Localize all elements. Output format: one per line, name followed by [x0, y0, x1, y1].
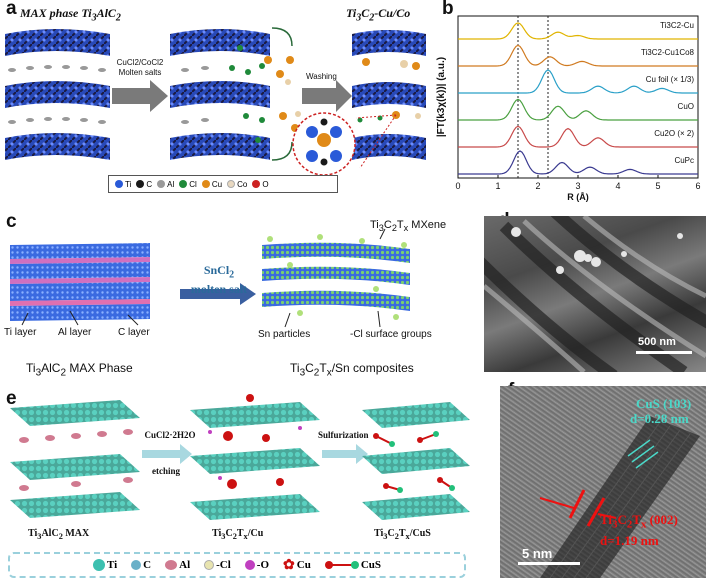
x-tick-label-0: 0 [455, 181, 460, 191]
x-tick-label-6: 6 [695, 181, 700, 191]
cus-plane-label: CuS (103) [636, 396, 692, 411]
series-line-0 [458, 22, 698, 40]
mxene-sn-block [262, 228, 410, 328]
etching-label: etching [152, 466, 180, 476]
legend-al: Al [157, 180, 174, 189]
intermediate-stack [170, 27, 301, 161]
legend-e-cus: CuS [324, 559, 381, 571]
panel-a: a MAX phase Ti3AlC2 Ti3C2-Cu/Co [0, 0, 430, 200]
hrtem-scalebar-label: 5 nm [522, 546, 553, 561]
cl-groups-label: -Cl surface groups [350, 329, 432, 340]
panel-f: f CuS (103) d=0.28 nm Ti3C2Tx (002) d=1.… [478, 380, 708, 582]
panel-e-label: e [6, 388, 17, 409]
caption-max-phase: Ti3AlC2 MAX Phase [26, 361, 133, 379]
series-label-5: CuPc [674, 156, 694, 165]
panel-c: c Ti3C2Tx MXene [0, 211, 470, 385]
series-line-3 [458, 98, 698, 121]
legend-co: Co [227, 180, 247, 189]
arrow-sncl2 [180, 283, 256, 305]
legend-o: O [252, 180, 269, 189]
hrtem-image: CuS (103) d=0.28 nm Ti3C2Tx (002) d=1.19… [500, 386, 706, 578]
panel-e: e [0, 388, 475, 582]
ti3alc2-max-model [10, 400, 140, 518]
panel-e-schematic [10, 394, 470, 520]
panel-a-legend: Ti C Al Cl Cu Co O [108, 175, 338, 193]
ti3c2tx-cus-model [362, 402, 470, 520]
x-tick-label-2: 2 [535, 181, 540, 191]
arrow1-line1: CuCl2/CoCl2 [116, 58, 164, 67]
series-line-1 [458, 44, 698, 67]
panel-c-label: c [6, 211, 17, 232]
series-line-4 [458, 125, 698, 148]
panel-a-schematic [5, 27, 426, 175]
series-label-3: CuO [678, 102, 694, 111]
caption-ti3alc2-max: Ti3AlC2 MAX [28, 528, 90, 541]
zoom-inset [292, 112, 397, 175]
cus-spacing-label: d=0.28 nm [630, 411, 689, 426]
al-layer-label: Al layer [58, 327, 92, 338]
arrow1-line2: Molten salts [118, 68, 162, 77]
series-label-4: Cu2O (× 2) [654, 129, 694, 138]
sncl2-label: SnCl2 [203, 263, 235, 281]
ti3c2tx-plane-label: Ti3C2Tx (002) [600, 512, 678, 531]
legend-e-ti: Ti [92, 559, 117, 571]
panel-a-title-left: MAX phase Ti3AlC2 [20, 6, 121, 24]
ti3c2tx-spacing-label: d=1.19 nm [600, 532, 659, 548]
x-tick-label-4: 4 [615, 181, 620, 191]
y-axis-label: |FT(k3χ(k))| (a.u.) [436, 57, 447, 137]
legend-cu: Cu [201, 180, 222, 189]
sn-particles-label: Sn particles [258, 329, 311, 340]
mxene-label: Ti3C2Tx MXene [370, 219, 447, 234]
panel-e-legend: Ti C Al -Cl -O ✿Cu CuS [8, 552, 466, 578]
mxene-stack [352, 30, 426, 160]
legend-e-al: Al [165, 559, 190, 571]
legend-e-c: C [131, 559, 151, 571]
ti3c2tx-cu-model [190, 394, 320, 520]
molten-salt-label: molten salt [190, 282, 248, 297]
plot-frame [457, 15, 699, 179]
max-phase-stack [5, 29, 110, 160]
legend-e-cl: -Cl [204, 559, 231, 571]
x-tick-label-1: 1 [495, 181, 500, 191]
legend-e-cu: ✿Cu [283, 557, 311, 573]
legend-cl: Cl [179, 180, 197, 189]
panel-a-title-right: Ti3C2-Cu/Co [346, 6, 411, 24]
legend-ti: Ti [115, 180, 131, 189]
ti-layer-label: Ti layer [4, 327, 37, 338]
caption-composite: Ti3C2Tx/Sn composites [290, 361, 414, 379]
etching-reagent-label: CuCl2·2H2O [144, 430, 196, 440]
panel-a-label: a [6, 0, 17, 19]
series-label-2: Cu foil (× 1/3) [646, 75, 695, 84]
series-line-2 [458, 69, 698, 94]
panel-d: d 500 nm [478, 210, 708, 374]
c-layer-label: C layer [118, 327, 150, 338]
legend-c: C [136, 180, 152, 189]
series-label-0: Ti3C2-Cu [660, 21, 694, 30]
x-tick-label-3: 3 [575, 181, 580, 191]
x-axis-label: R (Å) [567, 192, 589, 202]
sem-image: 500 nm [484, 216, 706, 372]
series-label-1: Ti3C2-Cu1Co8 [641, 48, 695, 57]
panel-b-label: b [442, 0, 454, 19]
x-tick-label-5: 5 [655, 181, 660, 191]
arrow-etching [142, 444, 192, 464]
caption-ti3c2tx-cus: Ti3C2Tx/CuS [374, 528, 431, 541]
arrow-washing [302, 80, 352, 112]
legend-e-o: -O [244, 559, 269, 571]
panel-c-schematic [10, 228, 410, 328]
arrow2-label: Washing [306, 72, 337, 81]
arrow-sulfurization [322, 444, 368, 464]
sulfurization-label: Sulfurization [318, 430, 369, 440]
max-phase-block [10, 243, 150, 326]
series-line-5 [458, 150, 698, 175]
sem-scalebar-label: 500 nm [638, 336, 676, 348]
arrow-molten-salts [112, 80, 168, 112]
caption-ti3c2tx-cu: Ti3C2Tx/Cu [212, 528, 264, 541]
